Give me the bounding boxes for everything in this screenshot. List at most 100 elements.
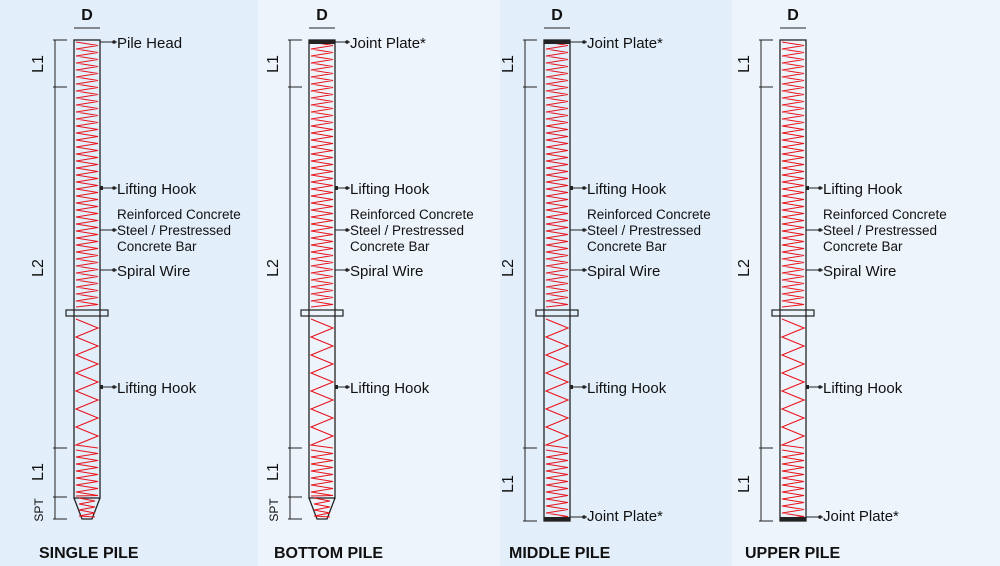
panel-single-lifting-hook-lower-mark bbox=[100, 385, 103, 389]
panel-bottom-l1-bottom-label: L1 bbox=[265, 463, 282, 481]
panel-single-mid-joint-collar bbox=[65, 309, 109, 317]
panel-upper-title: UPPER PILE bbox=[745, 545, 840, 562]
panel-middle-spiral-lower bbox=[543, 318, 570, 449]
panel-middle-bottom-callout-leader-dot bbox=[582, 515, 586, 519]
panel-single-top-callout-leader-dot bbox=[112, 40, 116, 44]
panel-upper-diameter-label: D bbox=[787, 7, 799, 24]
panel-single-spiral-end bbox=[75, 449, 99, 497]
panel-bottom-reinforcement-label-2: Steel / Prestressed bbox=[350, 223, 464, 238]
panel-single-spiral-tip bbox=[78, 497, 96, 518]
panel-single-spiral-lower bbox=[73, 318, 100, 449]
panel-single-lifting-hook-upper-mark bbox=[100, 186, 103, 190]
panel-bottom-mid-joint-collar bbox=[300, 309, 344, 317]
panel-single-title: SINGLE PILE bbox=[39, 545, 139, 562]
panel-bottom-lifting-hook-lower-label: Lifting Hook bbox=[350, 380, 430, 397]
panel-upper-lifting-hook-lower-mark bbox=[806, 385, 809, 389]
panel-bottom-reinforcement-label-3: Concrete Bar bbox=[350, 239, 430, 254]
panel-bottom-pile-tip bbox=[308, 497, 336, 520]
panel-upper-l1-top-label: L1 bbox=[736, 55, 753, 73]
panel-single-spiral-wire-label: Spiral Wire bbox=[117, 263, 190, 280]
panel-background-single bbox=[0, 0, 258, 566]
panel-single-spiral-upper bbox=[75, 41, 99, 308]
panel-single-reinforcement-leader-dot bbox=[112, 228, 116, 232]
panel-middle-top-joint-plate bbox=[544, 40, 570, 44]
panel-upper-reinforcement-label-3: Concrete Bar bbox=[823, 239, 903, 254]
panel-middle-reinforcement-leader-dot bbox=[582, 228, 586, 232]
panel-upper-spiral-wire-leader-dot bbox=[818, 268, 822, 272]
panel-upper-lifting-hook-lower-leader-dot bbox=[818, 385, 822, 389]
panel-middle-reinforcement-label-3: Concrete Bar bbox=[587, 239, 667, 254]
panel-single-spt-label: SPT bbox=[32, 498, 46, 522]
panel-middle-l1-bottom-label: L1 bbox=[500, 475, 517, 493]
panel-middle-reinforcement-label-1: Reinforced Concrete bbox=[587, 207, 711, 222]
panel-middle-reinforcement-label-2: Steel / Prestressed bbox=[587, 223, 701, 238]
panel-middle-lifting-hook-lower-leader-dot bbox=[582, 385, 586, 389]
panel-bottom-spiral-wire-label: Spiral Wire bbox=[350, 263, 423, 280]
panel-middle-lifting-hook-lower-label: Lifting Hook bbox=[587, 380, 667, 397]
panel-bottom-lifting-hook-upper-leader-dot bbox=[345, 186, 349, 190]
panel-middle-spiral-upper bbox=[545, 41, 569, 308]
panel-single-lifting-hook-upper-leader-dot bbox=[112, 186, 116, 190]
panel-upper-lifting-hook-upper-leader-dot bbox=[818, 186, 822, 190]
panel-bottom-reinforcement-leader-dot bbox=[345, 228, 349, 232]
panel-upper-lifting-hook-upper-mark bbox=[806, 186, 809, 190]
panel-single-l2-label: L2 bbox=[30, 259, 47, 277]
panel-bottom-spt-label: SPT bbox=[267, 498, 281, 522]
panel-upper-mid-joint-collar bbox=[771, 309, 815, 317]
panel-upper-spiral-lower bbox=[779, 318, 806, 449]
panel-background-middle bbox=[500, 0, 732, 566]
panel-single-reinforcement-label-1: Reinforced Concrete bbox=[117, 207, 241, 222]
panel-middle-bottom-callout-label: Joint Plate* bbox=[587, 508, 663, 525]
panel-upper-bottom-joint-plate bbox=[780, 517, 806, 521]
panel-middle-spiral-end bbox=[545, 449, 569, 520]
panel-middle-spiral-wire-leader-dot bbox=[582, 268, 586, 272]
panel-single-reinforcement-label-2: Steel / Prestressed bbox=[117, 223, 231, 238]
panel-single-pile-outline bbox=[73, 39, 101, 499]
panel-single-l1-top-label: L1 bbox=[30, 55, 47, 73]
panel-background-upper bbox=[732, 0, 1000, 566]
panel-bottom-lifting-hook-upper-mark bbox=[335, 186, 338, 190]
panel-background-bottom bbox=[258, 0, 500, 566]
panel-upper-l1-bottom-label: L1 bbox=[736, 475, 753, 493]
panel-single-lifting-hook-lower-leader-dot bbox=[112, 385, 116, 389]
panel-bottom-spiral-wire-leader-dot bbox=[345, 268, 349, 272]
panel-middle-top-callout-leader-dot bbox=[582, 40, 586, 44]
panel-bottom-top-joint-plate bbox=[309, 40, 335, 44]
panel-bottom-lifting-hook-lower-mark bbox=[335, 385, 338, 389]
panel-middle-lifting-hook-upper-leader-dot bbox=[582, 186, 586, 190]
panel-middle-top-callout-label: Joint Plate* bbox=[587, 35, 663, 52]
panel-upper-spiral-wire-label: Spiral Wire bbox=[823, 263, 896, 280]
panel-upper-lifting-hook-upper-label: Lifting Hook bbox=[823, 181, 903, 198]
panel-upper-bottom-callout-label: Joint Plate* bbox=[823, 508, 899, 525]
panel-middle-lifting-hook-lower-mark bbox=[570, 385, 573, 389]
panel-single-lifting-hook-upper-label: Lifting Hook bbox=[117, 181, 197, 198]
panel-middle-spiral-wire-label: Spiral Wire bbox=[587, 263, 660, 280]
panel-upper-spiral-upper bbox=[781, 41, 805, 308]
panel-middle-l2-label: L2 bbox=[500, 259, 517, 277]
panel-upper-reinforcement-label-1: Reinforced Concrete bbox=[823, 207, 947, 222]
panel-single-reinforcement-label-3: Concrete Bar bbox=[117, 239, 197, 254]
panel-upper-reinforcement-label-2: Steel / Prestressed bbox=[823, 223, 937, 238]
panel-upper-l2-label: L2 bbox=[736, 259, 753, 277]
panel-middle-title: MIDDLE PILE bbox=[509, 545, 611, 562]
panel-middle-mid-joint-collar bbox=[535, 309, 579, 317]
panel-bottom-l1-top-label: L1 bbox=[265, 55, 282, 73]
panel-bottom-lifting-hook-lower-leader-dot bbox=[345, 385, 349, 389]
panel-upper-reinforcement-leader-dot bbox=[818, 228, 822, 232]
panel-single-l1-bottom-label: L1 bbox=[30, 463, 47, 481]
panel-middle-diameter-label: D bbox=[551, 7, 563, 24]
panel-bottom-title: BOTTOM PILE bbox=[274, 545, 383, 562]
panel-bottom-reinforcement-label-1: Reinforced Concrete bbox=[350, 207, 474, 222]
panel-single-lifting-hook-lower-label: Lifting Hook bbox=[117, 380, 197, 397]
panel-bottom-lifting-hook-upper-label: Lifting Hook bbox=[350, 181, 430, 198]
panel-bottom-l2-label: L2 bbox=[265, 259, 282, 277]
panel-middle-lifting-hook-upper-mark bbox=[570, 186, 573, 190]
panel-middle-l1-top-label: L1 bbox=[500, 55, 517, 73]
panel-single-top-callout-label: Pile Head bbox=[117, 35, 182, 52]
panel-upper-bottom-callout-leader-dot bbox=[818, 515, 822, 519]
panel-upper-spiral-end bbox=[781, 449, 805, 520]
panel-single-spiral-wire-leader-dot bbox=[112, 268, 116, 272]
panel-bottom-spiral-upper bbox=[310, 41, 334, 308]
